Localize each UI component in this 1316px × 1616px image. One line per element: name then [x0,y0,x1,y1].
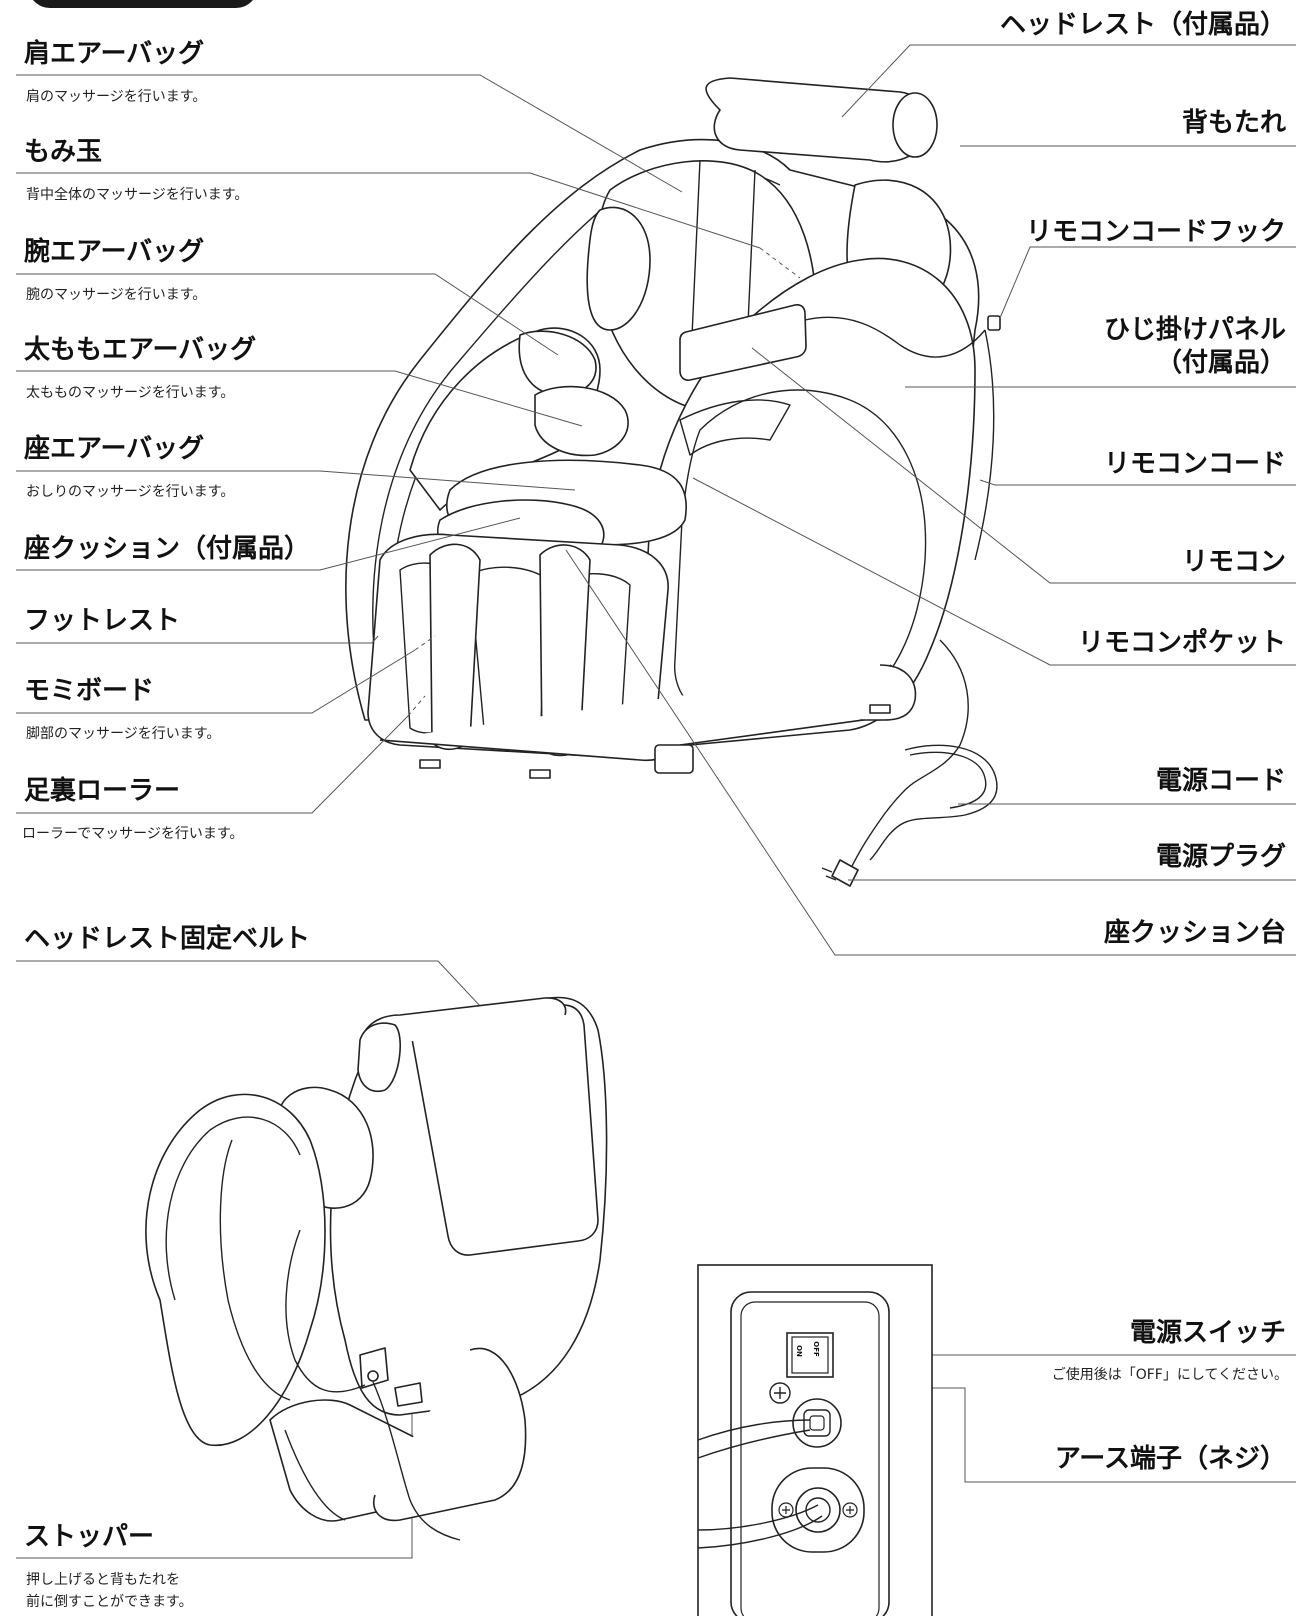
desc-seat-airbag: おしりのマッサージを行います。 [26,484,235,500]
label-momi-ball: もみ玉 [24,137,103,167]
label-headrest-belt: ヘッドレスト固定ベルト [24,924,311,954]
desc-stopper-line2: 前に倒すことができます。 [26,1594,193,1610]
label-headrest: ヘッドレスト（付属品） [999,10,1286,40]
label-power-switch: 電源スイッチ [1129,1318,1286,1348]
desc-thigh-airbag: 太もものマッサージを行います。 [26,385,235,401]
power-panel-detail [697,1264,933,1616]
label-seat-cushion: 座クッション（付属品） [24,534,311,564]
label-remote-pocket: リモコンポケット [1077,628,1286,658]
label-seat-cushion-base: 座クッション台 [1103,918,1286,948]
label-elbow-panel-line2: （付属品） [1155,348,1286,378]
label-arm-airbag: 腕エアーバッグ [24,237,205,267]
label-remote-cord-hook: リモコンコードフック [1025,217,1286,247]
desc-stopper-line1: 押し上げると背もたれを [26,1572,180,1588]
massage-chair-rear [145,996,608,1541]
switch-off-text: OFF [811,1341,820,1357]
label-power-cord: 電源コード [1155,766,1286,796]
label-shoulder-airbag: 肩エアーバッグ [24,39,205,69]
label-sole-roller: 足裏ローラー [24,776,181,806]
desc-shoulder-airbag: 肩のマッサージを行います。 [26,89,207,105]
label-remote-cord: リモコンコード [1103,449,1286,479]
label-seat-airbag: 座エアーバッグ [24,434,205,464]
label-elbow-panel-line1: ひじ掛けパネル [1103,315,1286,345]
label-footrest: フットレスト [24,606,181,636]
label-backrest: 背もたれ [1181,108,1286,138]
header-tab [28,0,258,8]
label-remote: リモコン [1181,547,1286,577]
label-power-plug: 電源プラグ [1155,842,1286,872]
desc-power-switch: ご使用後は「OFF」にしてください。 [1051,1367,1288,1383]
desc-momi-board: 脚部のマッサージを行います。 [26,726,221,742]
label-thigh-airbag: 太ももエアーバッグ [24,335,257,365]
label-momi-board: モミボード [24,676,155,706]
switch-on-text: ON [794,1345,803,1357]
massage-chair-front [345,77,1001,887]
desc-sole-roller: ローラーでマッサージを行います。 [22,826,244,842]
label-earth-terminal: アース端子（ネジ） [1054,1444,1286,1474]
label-stopper: ストッパー [24,1522,155,1552]
desc-arm-airbag: 腕のマッサージを行います。 [26,287,207,303]
desc-momi-ball: 背中全体のマッサージを行います。 [26,187,249,203]
